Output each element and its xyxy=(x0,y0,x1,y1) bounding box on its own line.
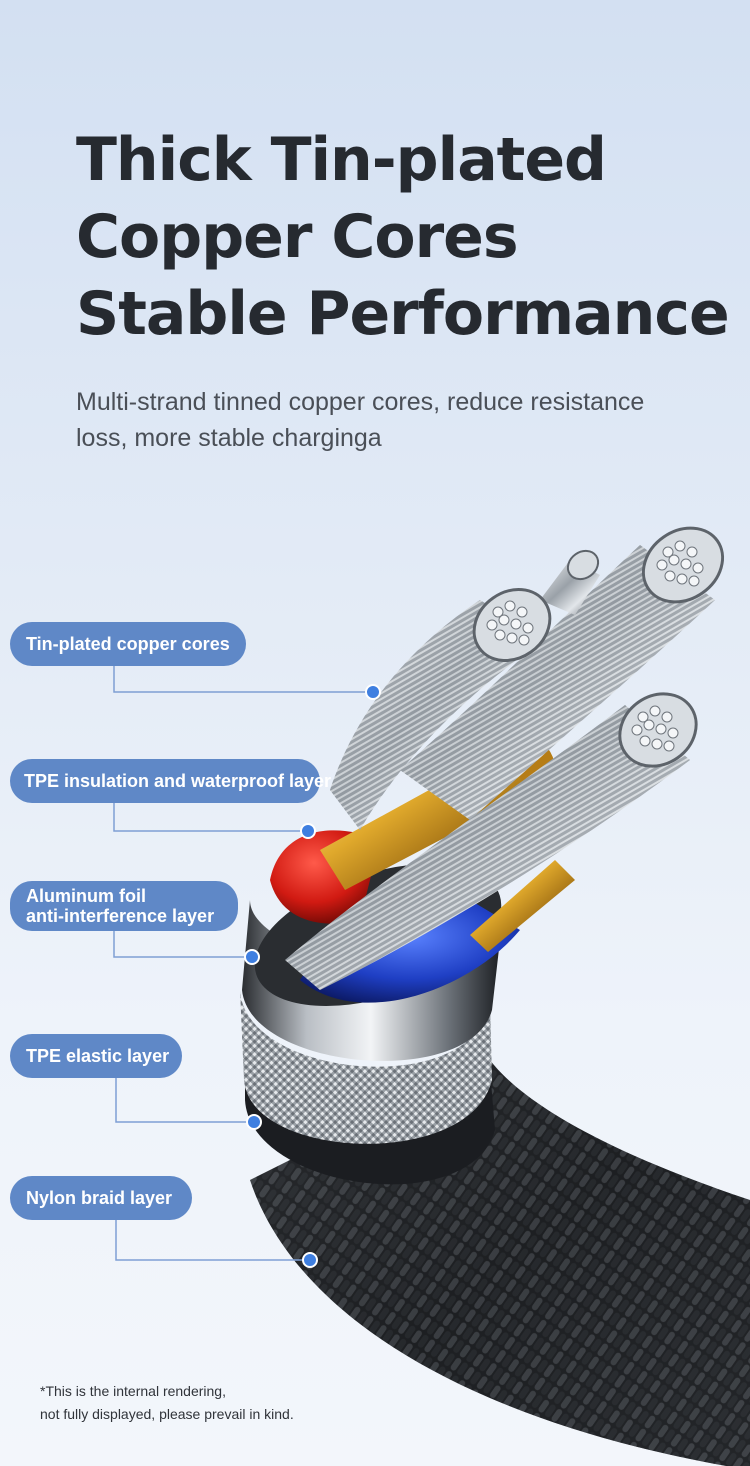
pointer-dot xyxy=(365,684,381,700)
label-tpe-elastic: TPE elastic layer xyxy=(10,1034,182,1078)
subtitle-line-2: loss, more stable charginga xyxy=(76,424,382,452)
page-title: Thick Tin-plated Copper Cores Stable Per… xyxy=(76,122,736,353)
label-aluminum-foil: Aluminum foil anti-interference layer xyxy=(10,881,238,931)
subtitle-line-1: Multi-strand tinned copper cores, reduce… xyxy=(76,388,645,416)
title-line-2: Copper Cores xyxy=(76,202,519,272)
page-subtitle: Multi-strand tinned copper cores, reduce… xyxy=(76,384,676,456)
footnote: *This is the internal rendering, not ful… xyxy=(40,1383,294,1422)
title-line-3: Stable Performance xyxy=(76,279,730,349)
title-line-1: Thick Tin-plated xyxy=(76,125,607,195)
pointer-dot xyxy=(244,949,260,965)
label-tin-plated-copper-cores: Tin-plated copper cores xyxy=(10,622,246,666)
pointer-dot xyxy=(302,1252,318,1268)
pointer-dot xyxy=(246,1114,262,1130)
label-nylon-braid: Nylon braid layer xyxy=(10,1176,192,1220)
label-tpe-insulation: TPE insulation and waterproof layer xyxy=(10,759,331,803)
pointer-dot xyxy=(300,823,316,839)
